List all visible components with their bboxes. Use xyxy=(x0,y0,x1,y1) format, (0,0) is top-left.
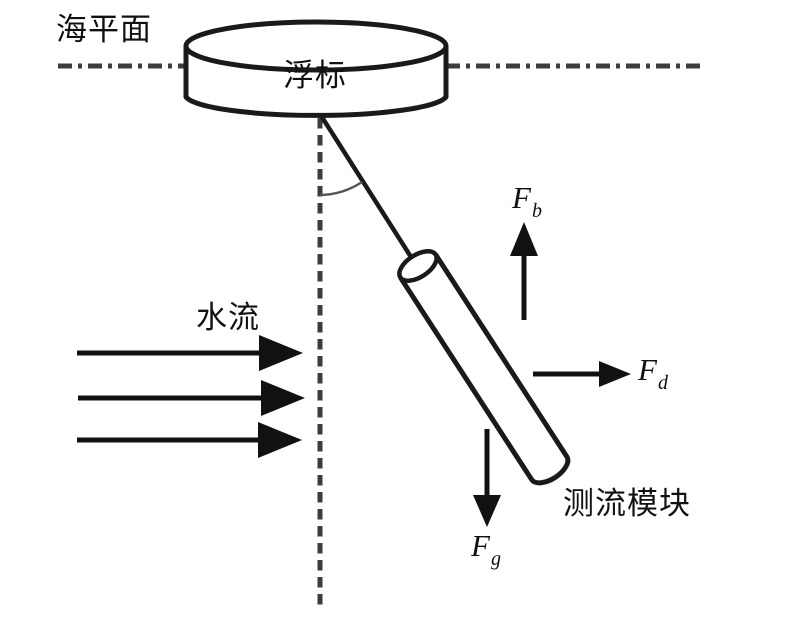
water-flow-arrow-head xyxy=(261,380,305,416)
mooring-rope-line xyxy=(318,112,420,270)
buoyancy-force-label: Fb xyxy=(512,180,542,222)
gravity-force-arrow xyxy=(473,429,501,527)
drag-arrow-head xyxy=(599,361,631,387)
water-flow-arrow-head xyxy=(258,422,302,458)
buoy-shape xyxy=(183,19,449,118)
sea-level-label: 海平面 xyxy=(56,12,152,47)
water-flow-label: 水流 xyxy=(196,300,260,335)
water-flow-arrows xyxy=(77,335,305,458)
module-cylinder xyxy=(397,249,571,486)
buoyancy-force-arrow xyxy=(510,222,538,320)
buoy-top-ellipse xyxy=(183,19,449,73)
water-flow-arrow xyxy=(77,422,302,458)
module-cylinder-top-ellipse xyxy=(397,249,439,283)
module-label: 测流模块 xyxy=(563,486,691,521)
water-flow-arrow-head xyxy=(259,335,303,371)
buoyancy-force-subscript: b xyxy=(531,200,542,222)
water-flow-arrow xyxy=(77,335,303,371)
gravity-force-symbol: F xyxy=(471,528,490,563)
gravity-force-label: Fg xyxy=(471,528,501,570)
buoyancy-arrow-head xyxy=(510,222,538,256)
buoyancy-force-symbol: F xyxy=(512,180,531,215)
gravity-force-subscript: g xyxy=(490,548,501,570)
buoy-label: 浮标 xyxy=(283,58,347,93)
drag-force-arrow xyxy=(533,361,631,387)
drag-force-label: Fd xyxy=(638,352,668,394)
drag-force-subscript: d xyxy=(657,372,668,394)
drag-force-symbol: F xyxy=(638,352,657,387)
tilt-angle-arc xyxy=(319,180,363,197)
module-cylinder-body xyxy=(398,253,571,486)
gravity-arrow-head xyxy=(473,495,501,527)
water-flow-arrow xyxy=(78,380,305,416)
